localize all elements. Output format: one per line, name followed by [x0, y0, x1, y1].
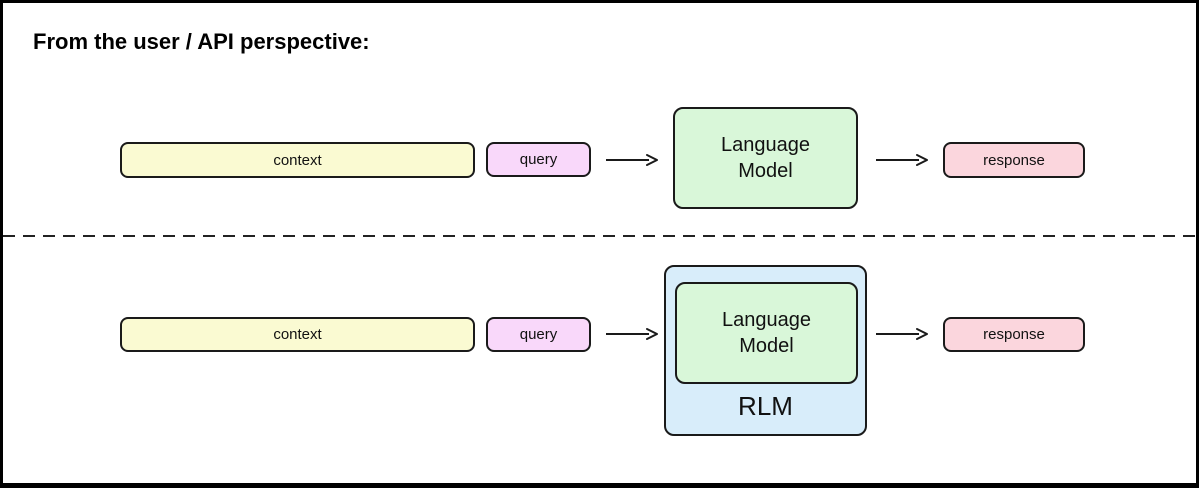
response-box-top: response	[943, 142, 1085, 178]
query-box-top: query	[486, 142, 591, 177]
query-label-top: query	[519, 151, 558, 168]
context-box-top: context	[120, 142, 475, 178]
response-label-bottom: response	[983, 326, 1045, 343]
context-box-bottom: context	[120, 317, 475, 352]
language-model-box-bottom: Language Model	[675, 282, 858, 384]
language-model-box-top: Language Model	[673, 107, 858, 209]
arrow-query-to-model-top-icon	[605, 153, 659, 167]
rlm-label: RLM	[738, 391, 793, 421]
context-label-top: context	[273, 151, 322, 169]
query-box-bottom: query	[486, 317, 591, 352]
arrow-rlm-to-response-bottom-icon	[875, 327, 929, 341]
rlm-box: Language Model RLM	[664, 265, 867, 436]
page-title: From the user / API perspective:	[33, 29, 370, 54]
language-model-label-bottom: Language Model	[722, 309, 811, 357]
arrow-model-to-response-top-icon	[875, 153, 929, 167]
arrow-query-to-rlm-bottom-icon	[605, 327, 659, 341]
divider-dashed-line	[3, 235, 1196, 237]
context-label-bottom: context	[273, 326, 322, 343]
response-box-bottom: response	[943, 317, 1085, 352]
query-label-bottom: query	[519, 326, 558, 343]
language-model-label-top: Language Model	[721, 134, 810, 182]
response-label-top: response	[983, 151, 1045, 169]
